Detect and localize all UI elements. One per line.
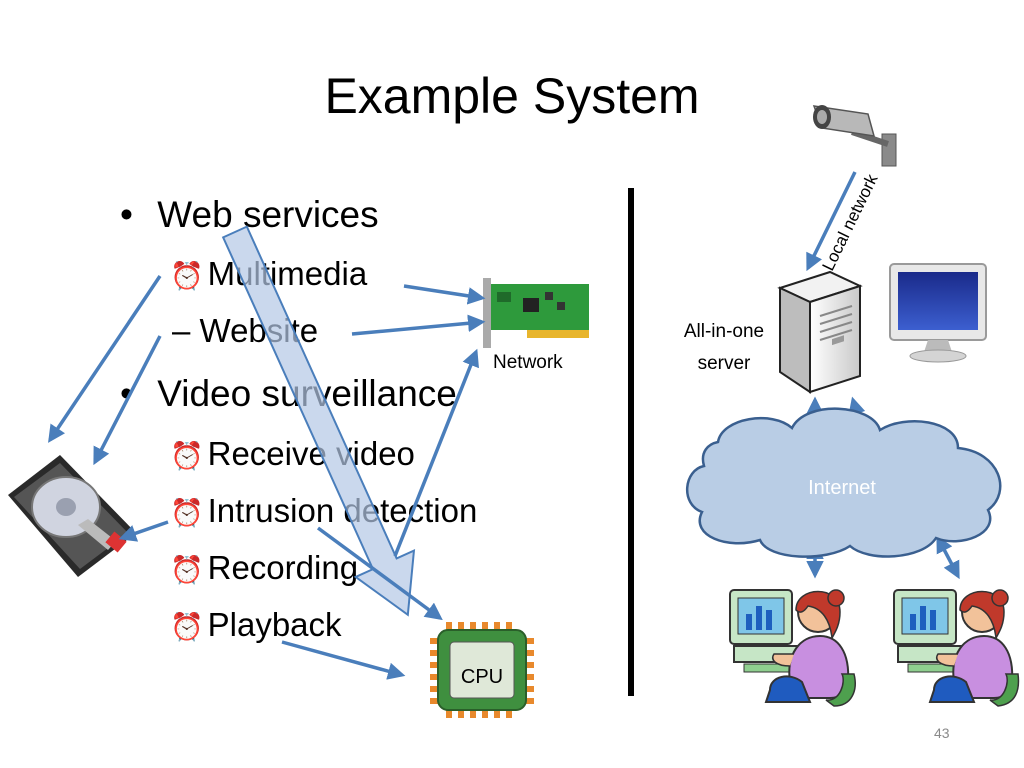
- page-number: 43: [934, 725, 950, 741]
- arrow-website-to-drive: [93, 335, 162, 466]
- alarm-clock-icon: ⏰: [170, 612, 204, 642]
- arrow-camera-to-server: [806, 171, 857, 272]
- big-arrow: [221, 225, 416, 617]
- cpu-label: CPU: [461, 666, 503, 688]
- subitem-label: Recording: [207, 549, 359, 586]
- subitem-label: Playback: [207, 606, 342, 643]
- alarm-clock-icon: ⏰: [170, 555, 204, 585]
- server-label-line2: server: [697, 353, 751, 374]
- divider-line: [628, 188, 634, 696]
- security-camera-icon: [812, 105, 897, 167]
- local-network-label: Local network: [819, 171, 882, 274]
- bullet-web-services: • Web services: [120, 193, 379, 237]
- alarm-clock-icon: ⏰: [170, 441, 204, 471]
- internet-cloud: Internet: [685, 407, 1002, 558]
- arrow-internet-user-b: [936, 534, 960, 580]
- arrow-multimedia-to-drive: [48, 275, 162, 443]
- bullet-label: Web services: [157, 194, 379, 235]
- arrow-network-from-video: [393, 348, 479, 557]
- subitem-label: Receive video: [207, 435, 415, 472]
- subitem-multimedia: ⏰Multimedia: [170, 254, 367, 296]
- subitem-playback: ⏰Playback: [170, 605, 342, 647]
- slide-title: Example System: [324, 68, 700, 124]
- user-at-computer-icon: [893, 589, 1020, 707]
- subitem-receive-video: ⏰Receive video: [170, 434, 415, 476]
- dash-marker: –: [172, 312, 191, 349]
- internet-label: Internet: [808, 477, 876, 499]
- user-at-computer-icon: [729, 589, 856, 707]
- monitor-icon: [889, 263, 987, 363]
- arrow-multimedia-to-network: [403, 284, 486, 305]
- bullet-marker: •: [120, 194, 133, 235]
- subitem-recording: ⏰Recording: [170, 548, 358, 590]
- cpu-chip-icon: [430, 622, 534, 718]
- arrow-intrusion-to-cpu: [316, 526, 443, 621]
- arrow-intrusion-to-drive: [118, 520, 169, 542]
- network-label: Network: [493, 352, 563, 373]
- server-tower-icon: [777, 270, 863, 394]
- arrow-website-to-network: [351, 314, 486, 336]
- network-card-icon: [483, 278, 589, 348]
- server-label-line1: All-in-one: [683, 321, 765, 342]
- arrow-playback-to-cpu: [281, 640, 406, 680]
- alarm-clock-icon: ⏰: [170, 261, 204, 291]
- alarm-clock-icon: ⏰: [170, 498, 204, 528]
- hard-drive-icon: [8, 455, 136, 577]
